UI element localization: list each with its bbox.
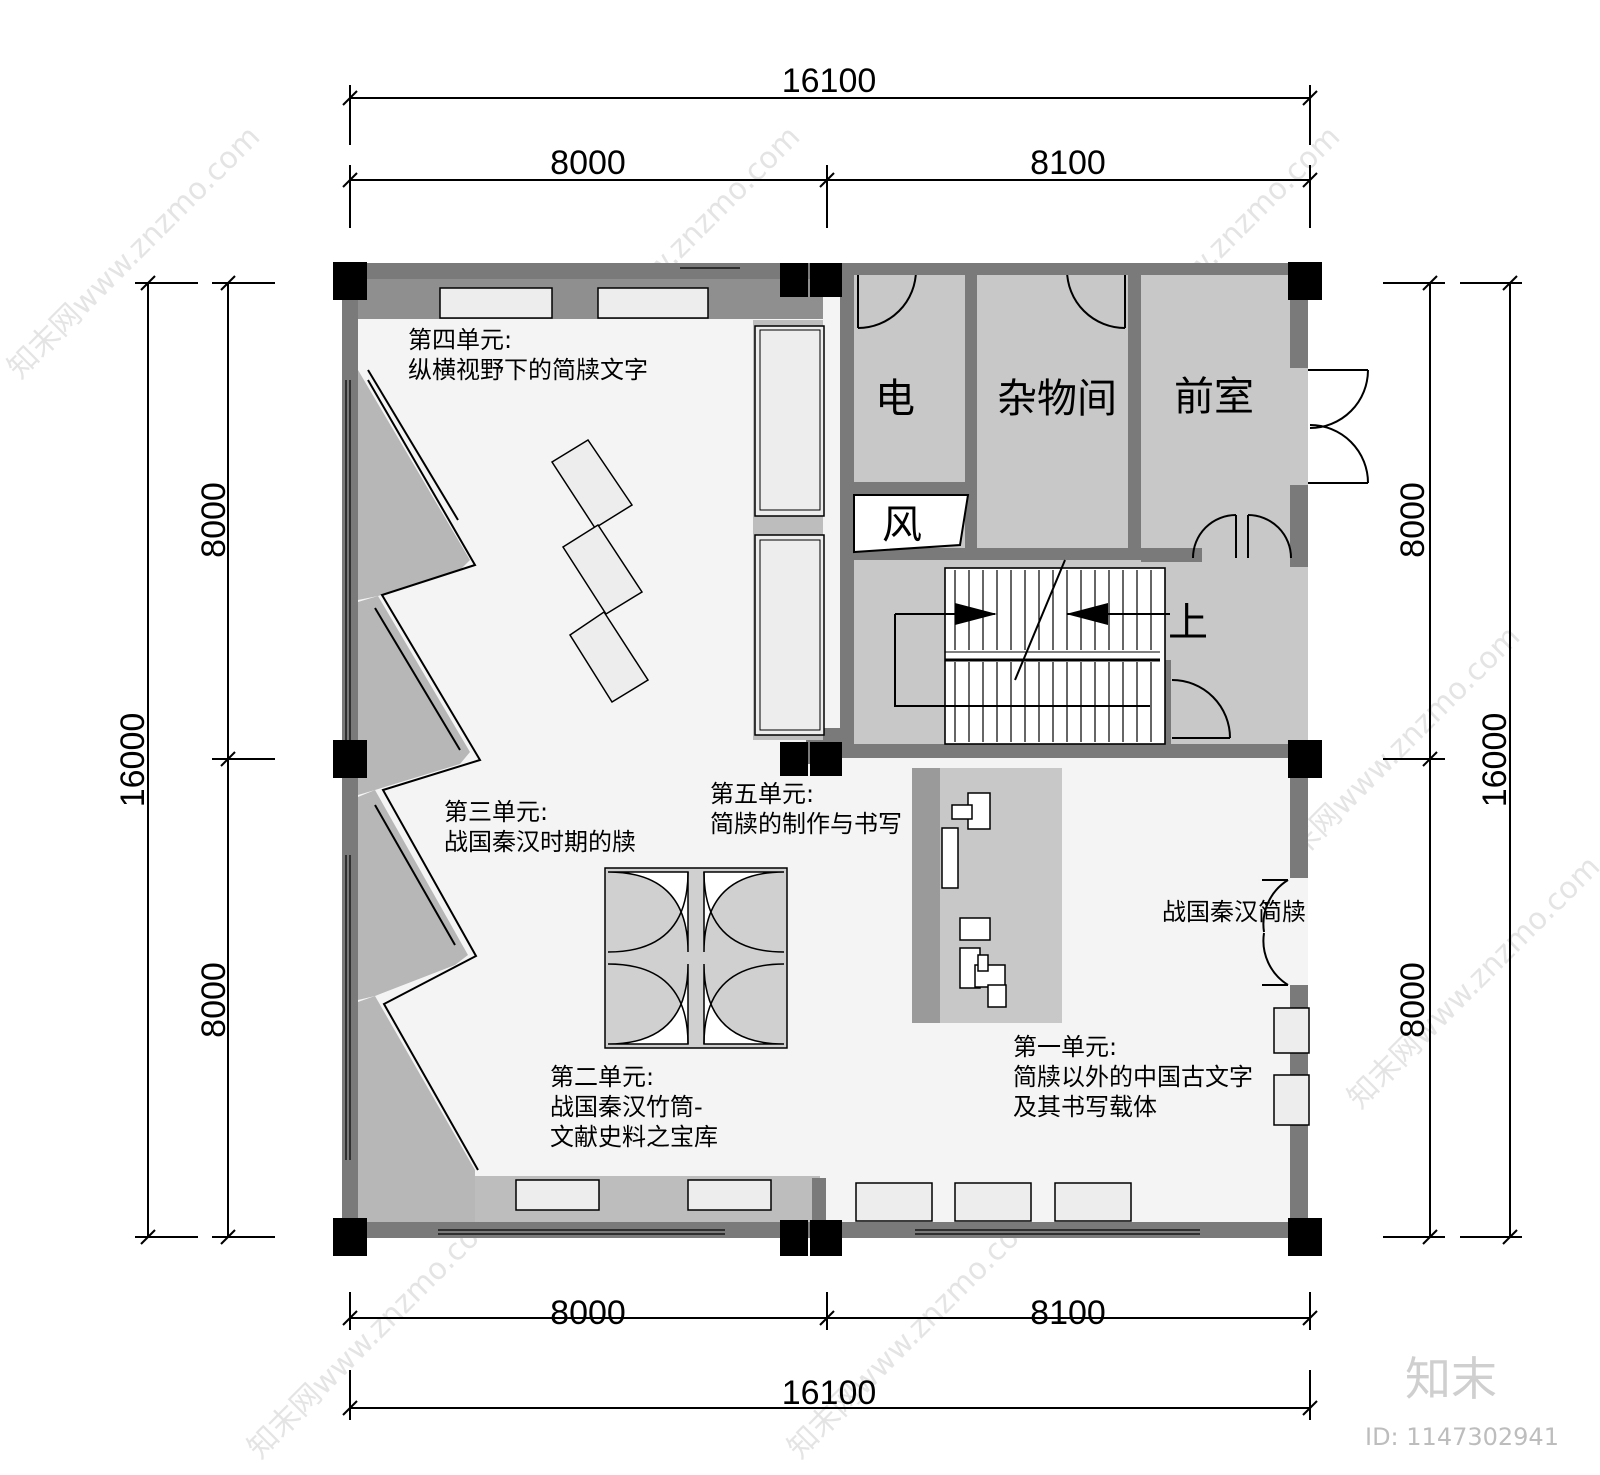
tilted-showcases	[550, 438, 650, 704]
dim-top-right: 8100	[1030, 144, 1106, 182]
watermark-text: 知末网www.znzmo.com	[1341, 849, 1600, 1115]
unit2-line1: 战国秦汉竹筒-	[550, 1093, 703, 1121]
image-id: ID: 1147302941	[1365, 1423, 1559, 1451]
dim-right-lower: 8000	[1394, 962, 1432, 1038]
window-glazing	[345, 267, 1200, 1235]
room-storage-label: 杂物间	[997, 376, 1117, 422]
building: 上 电 杂物间 前室 风	[333, 262, 1369, 1256]
unit4-title: 第四单元:	[408, 326, 512, 354]
columns	[333, 262, 1322, 1256]
unit1-title: 第一单元:	[1013, 1033, 1117, 1061]
unit2-line2: 文献史料之宝库	[550, 1123, 718, 1151]
unit1-line1: 简牍以外的中国古文字	[1013, 1063, 1253, 1091]
service-walls	[840, 268, 1308, 1237]
brand-watermark: 知末	[1405, 1352, 1497, 1406]
unit3-name: 战国秦汉时期的牍	[444, 828, 636, 856]
room-electric-label: 电	[875, 376, 915, 422]
dim-top-left: 8000	[550, 144, 626, 182]
dim-right-upper: 8000	[1394, 482, 1432, 558]
dim-left-upper: 8000	[195, 482, 233, 558]
zigzag-wall	[358, 370, 470, 600]
dim-bottom-left: 8000	[550, 1294, 626, 1332]
dim-left-lower: 8000	[195, 962, 233, 1038]
top-band	[358, 279, 823, 319]
dim-left-total: 16000	[114, 713, 152, 808]
wall-showcase	[754, 325, 825, 517]
unit-labels: 第四单元: 纵横视野下的简牍文字 第三单元: 战国秦汉时期的牍 第五单元: 简牍…	[408, 326, 1306, 1151]
door-swings	[857, 269, 1369, 986]
stair-arrow-head-icon	[955, 603, 997, 625]
stair-arrow-head-icon	[1066, 603, 1108, 625]
wall-showcase	[754, 534, 825, 736]
unit1-line2: 及其书写载体	[1013, 1093, 1157, 1121]
dim-bottom-right: 8100	[1030, 1294, 1106, 1332]
dim-bottom-total: 16100	[782, 1374, 877, 1412]
dim-right-total: 16000	[1476, 713, 1514, 808]
unit3-title: 第三单元:	[444, 798, 548, 826]
unit5-name: 简牍的制作与书写	[710, 810, 902, 838]
unit2-title: 第二单元:	[550, 1063, 654, 1091]
entrance-label: 战国秦汉简牍	[1162, 898, 1306, 926]
staircase	[944, 567, 1166, 745]
room-wind-label: 风	[882, 502, 922, 548]
dimension-lines	[135, 85, 1522, 1420]
watermark-text: 知末网www.znzmo.com	[241, 1199, 507, 1465]
stair-treads	[954, 570, 1152, 742]
wind-shaft	[853, 494, 970, 554]
central-display	[604, 867, 788, 1049]
stair-up-label: 上	[1168, 600, 1208, 646]
room-anteroom-label: 前室	[1174, 374, 1254, 420]
unit5-title: 第五单元:	[710, 780, 814, 808]
dim-top-total: 16100	[782, 62, 877, 100]
dimension-labels: 16100 8000 8100 8000 8100 16100 8000 800…	[114, 62, 1514, 1412]
unit4-name: 纵横视野下的简牍文字	[408, 356, 648, 384]
